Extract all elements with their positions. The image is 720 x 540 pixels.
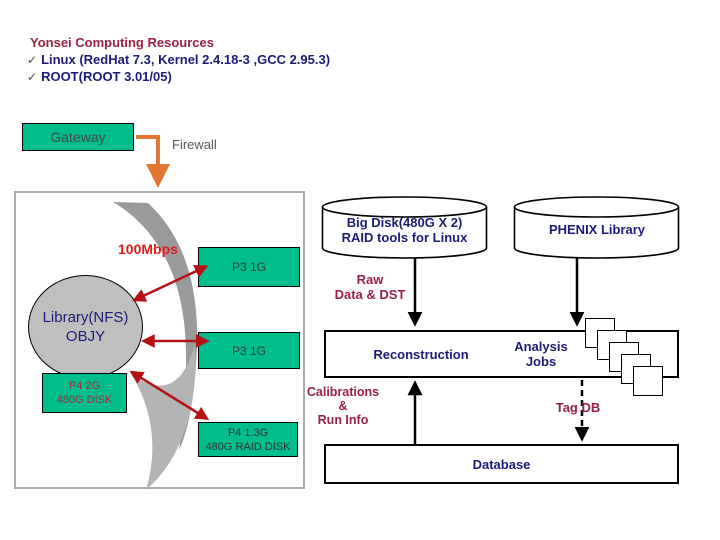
library-label-line2: OBJY xyxy=(65,328,106,345)
node-p3-top-label: P3 1G xyxy=(231,260,267,274)
job-stack-square xyxy=(633,366,663,396)
page-title: Yonsei Computing Resources xyxy=(30,35,214,50)
node-p4raid-label-line1: P4 1.3G xyxy=(227,426,269,439)
node-p4raid-label-line2: 480G RAID DISK xyxy=(205,440,291,453)
analysis-label-line1: Analysis xyxy=(514,339,568,354)
node-p4-raid: P4 1.3G 480G RAID DISK xyxy=(198,422,298,457)
bullet-root-text: ROOT(ROOT 3.01/05) xyxy=(41,69,172,84)
gateway-node: Gateway xyxy=(22,123,134,151)
big-disk-label-line2: RAID tools for Linux xyxy=(341,230,468,245)
reconstruction-label: Reconstruction xyxy=(373,346,469,362)
big-disk-label-line1: Big Disk(480G X 2) xyxy=(346,215,463,230)
calibrations-label-line2: & xyxy=(338,399,348,413)
check-icon: ✓ xyxy=(27,53,38,67)
firewall-connector-arrow xyxy=(136,135,170,188)
node-p3-bottom: P3 1G xyxy=(198,332,300,369)
raw-data-label-line2: Data & DST xyxy=(334,287,406,302)
bullet-linux-text: Linux (RedHat 7.3, Kernel 2.4.18-3 ,GCC … xyxy=(41,52,331,67)
big-disk-label: Big Disk(480G X 2) RAID tools for Linux xyxy=(322,215,487,245)
bandwidth-label: 100Mbps xyxy=(118,241,178,257)
node-p4-disk: P4 2G 480G DISK xyxy=(42,373,127,413)
raw-data-label: Raw Data & DST xyxy=(325,272,415,302)
bullet-root: ✓ROOT(ROOT 3.01/05) xyxy=(27,69,172,84)
tag-db-label: Tag DB xyxy=(555,400,601,415)
raw-data-label-line1: Raw xyxy=(356,272,384,287)
check-icon: ✓ xyxy=(27,70,38,84)
calibrations-label-line3: Run Info xyxy=(317,413,369,427)
bullet-linux: ✓Linux (RedHat 7.3, Kernel 2.4.18-3 ,GCC… xyxy=(27,52,330,67)
node-p3-top: P3 1G xyxy=(198,247,300,287)
node-p3-bottom-label: P3 1G xyxy=(231,343,267,358)
database-box: Database xyxy=(324,444,679,484)
database-label: Database xyxy=(472,456,531,472)
calibrations-label-line1: Calibrations xyxy=(306,385,380,399)
library-label-line1: Library(NFS) xyxy=(42,309,129,326)
node-p4-label-line1: P4 2G xyxy=(68,380,101,392)
library-nfs-node: Library(NFS) OBJY xyxy=(28,275,143,379)
node-p4-label-line2: 480G DISK xyxy=(56,394,113,406)
calibrations-label: Calibrations & Run Info xyxy=(300,385,386,427)
analysis-jobs-label: Analysis Jobs xyxy=(486,332,596,376)
phenix-library-label: PHENIX Library xyxy=(548,222,646,237)
firewall-label: Firewall xyxy=(172,137,217,152)
gateway-label: Gateway xyxy=(50,129,106,145)
analysis-label-line2: Jobs xyxy=(525,354,557,369)
